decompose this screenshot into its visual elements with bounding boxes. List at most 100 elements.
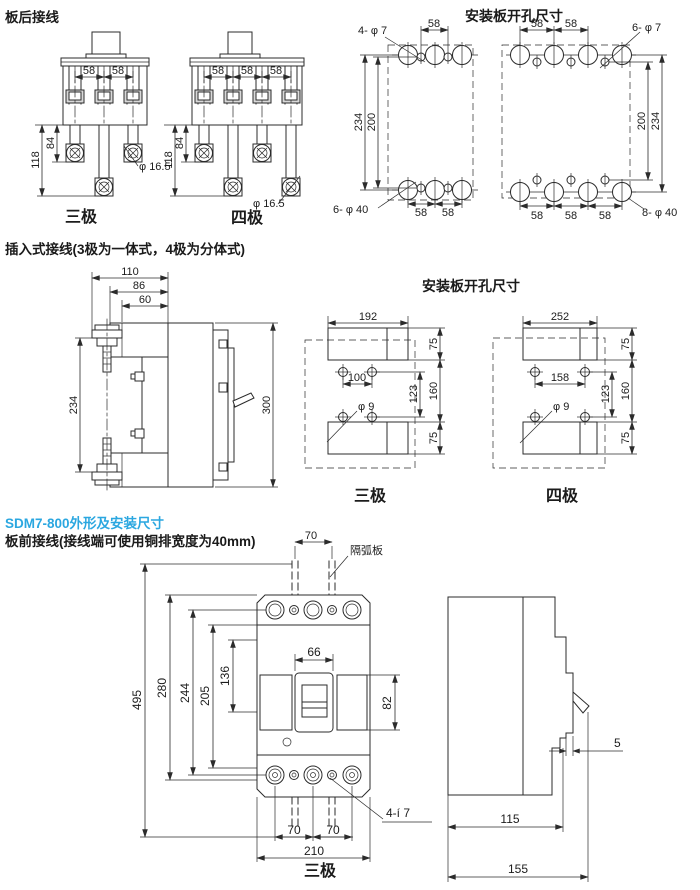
dim-82: 82 xyxy=(380,696,394,710)
dim-205: 205 xyxy=(198,686,212,706)
dim-84: 84 xyxy=(174,137,186,149)
breaker-handle xyxy=(91,31,121,55)
dim-192: 192 xyxy=(359,311,377,323)
dim-155: 155 xyxy=(508,862,528,876)
dim-100: 100 xyxy=(348,372,366,384)
drill-holes xyxy=(398,42,472,203)
dim-75-top: 75 xyxy=(620,338,632,350)
breaker-outline-dashed xyxy=(304,339,416,469)
dim-280: 280 xyxy=(155,678,169,698)
rear-wiring-heading: 板后接线 xyxy=(5,10,59,25)
terminal-hole-callout: 4-í 7 xyxy=(386,806,410,820)
dim-118: 118 xyxy=(163,151,175,169)
plug-wiring-heading: 插入式接线(3极为一体式，4极为分体式) xyxy=(5,242,246,257)
copper-bars xyxy=(291,560,336,828)
toggle-handle xyxy=(572,690,590,714)
dim-200: 200 xyxy=(636,112,648,130)
pole3-label: 三极 xyxy=(65,207,98,226)
hole-diameter-callout: φ 16.5 xyxy=(253,198,285,210)
pole3-label: 三极 xyxy=(304,861,337,880)
plugin-base xyxy=(109,322,169,488)
dim-58: 58 xyxy=(212,65,224,77)
drill-plan-3pole-mid: 192 100 123 75 160 75 φ 9 三极 xyxy=(304,311,445,505)
breaker-outline-dashed xyxy=(501,44,631,199)
dim-70-top: 70 xyxy=(305,530,317,542)
dim-66: 66 xyxy=(307,645,321,659)
dim-123: 123 xyxy=(600,385,612,403)
toggle-handle xyxy=(232,392,255,408)
breaker-outline-dashed xyxy=(492,337,606,469)
dim-200: 200 xyxy=(366,113,378,131)
plugin-side-view: 110 86 60 xyxy=(68,266,278,494)
dim-234: 234 xyxy=(68,396,80,414)
rear-3pole-drawing: 58 58 84 118 φ 16.5 三极 xyxy=(30,31,171,226)
dim-252: 252 xyxy=(551,311,569,323)
face-panels xyxy=(259,672,368,747)
dim-123: 123 xyxy=(408,385,420,403)
hole-diameter-callout: φ 9 xyxy=(553,401,569,413)
hole-diameter-callout: φ 16.5 xyxy=(139,161,171,173)
dim-84: 84 xyxy=(45,137,57,149)
dim-58: 58 xyxy=(428,18,440,30)
rear-4pole-drawing: 58 58 58 84 118 φ 16.5 四 xyxy=(163,31,305,227)
dim-160: 160 xyxy=(428,382,440,400)
dim-234: 234 xyxy=(353,113,365,131)
front-view-drawing: 70 隔弧板 xyxy=(130,530,432,880)
breaker-outline-dashed xyxy=(387,44,474,201)
breaker-side-profile xyxy=(447,596,574,796)
dim-300: 300 xyxy=(261,396,273,414)
drill-plan-4pole-mid: 252 158 123 75 160 75 φ 9 四极 xyxy=(492,311,637,505)
dim-58: 58 xyxy=(531,210,543,222)
dim-58: 58 xyxy=(442,207,454,219)
dim-110: 110 xyxy=(121,266,139,278)
outline-heading: SDM7-800外形及安装尺寸 xyxy=(5,516,165,531)
dim-70-b1: 70 xyxy=(287,823,301,837)
dim-75-bottom: 75 xyxy=(620,432,632,444)
front-wiring-subheading: 板前接线(接线端可使用铜排宽度为40mm) xyxy=(5,534,256,549)
dim-5: 5 xyxy=(614,736,621,750)
trip-button xyxy=(282,737,292,747)
dim-158: 158 xyxy=(551,372,569,384)
breaker-body-side xyxy=(167,322,214,488)
dim-210: 210 xyxy=(304,844,324,858)
breaker-handle xyxy=(227,31,253,55)
drill-holes xyxy=(510,42,632,205)
drill-title-top: 安装板开孔尺寸 xyxy=(465,8,563,24)
dim-70-b2: 70 xyxy=(326,823,340,837)
drill-plan-3pole-top: 58 234 200 4- φ 7 6- φ 40 58 58 xyxy=(333,18,478,219)
dim-75-top: 75 xyxy=(428,338,440,350)
drill-title-mid: 安装板开孔尺寸 xyxy=(422,278,520,294)
pole-slots xyxy=(65,65,143,126)
small-hole-callout: 4- φ 7 xyxy=(358,25,387,37)
dim-58: 58 xyxy=(270,65,282,77)
bottom-terminals xyxy=(265,765,362,785)
terminal-straps xyxy=(194,124,301,197)
dim-118: 118 xyxy=(30,151,42,169)
top-terminals xyxy=(265,600,362,620)
rocker-switch xyxy=(301,684,328,718)
hole-diameter-callout: φ 9 xyxy=(358,401,374,413)
dim-58: 58 xyxy=(599,210,611,222)
dim-58: 58 xyxy=(531,18,543,30)
big-hole-callout: 6- φ 40 xyxy=(333,204,368,216)
dim-58: 58 xyxy=(241,65,253,77)
dim-60: 60 xyxy=(139,294,151,306)
side-view-drawing: 5 115 155 xyxy=(447,596,623,882)
breaker-front-body xyxy=(256,594,371,798)
big-hole-callout: 8- φ 40 xyxy=(642,207,677,219)
dim-75-bottom: 75 xyxy=(428,432,440,444)
dim-58: 58 xyxy=(415,207,427,219)
pole4-label: 四极 xyxy=(546,486,579,505)
arc-plate-callout: 隔弧板 xyxy=(350,543,383,557)
pole4-label: 四极 xyxy=(231,208,264,227)
dim-58: 58 xyxy=(565,210,577,222)
dim-58: 58 xyxy=(83,65,95,77)
dim-136: 136 xyxy=(218,666,232,686)
terminal-straps xyxy=(65,124,143,197)
dim-495: 495 xyxy=(130,690,144,710)
pole3-label: 三极 xyxy=(354,486,387,505)
dim-115: 115 xyxy=(500,812,519,826)
dim-234: 234 xyxy=(650,112,662,130)
dim-244: 244 xyxy=(178,683,192,703)
